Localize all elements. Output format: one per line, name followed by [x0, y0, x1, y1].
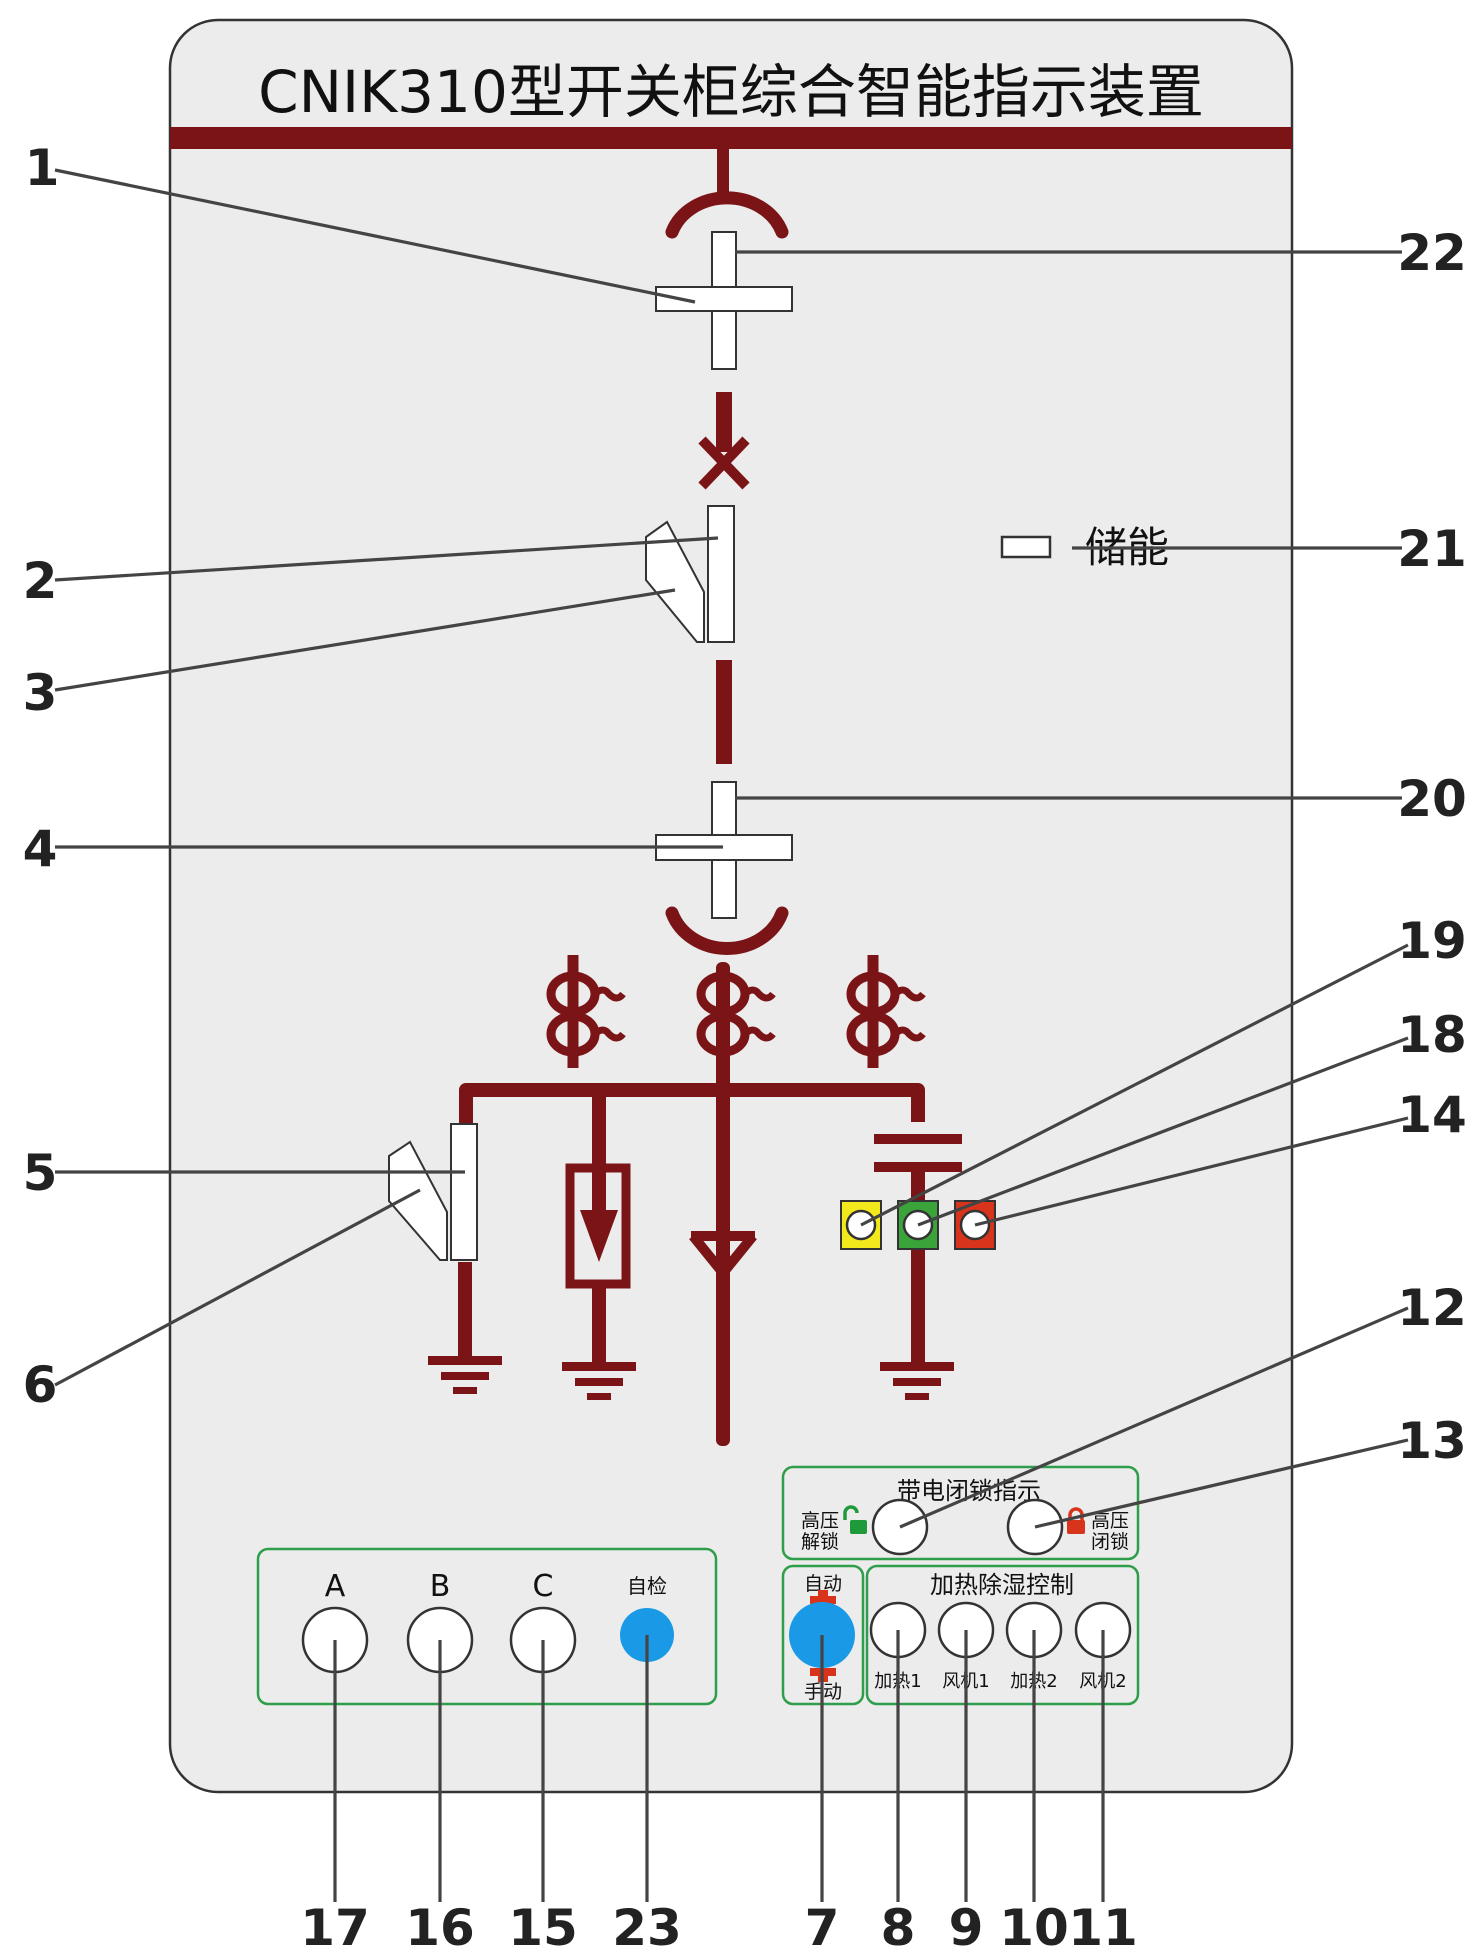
current-transformer-left	[546, 955, 626, 1068]
branch-busbar	[459, 1083, 925, 1152]
lower-plug-contact	[665, 906, 789, 955]
callout-13: 13	[1397, 1412, 1467, 1470]
ground-symbol-left	[428, 1356, 502, 1394]
main-busbar	[170, 127, 1292, 149]
breaker-line-upper	[716, 392, 732, 452]
ground-symbol-middle	[562, 1362, 636, 1400]
arrester-arrow	[580, 1210, 618, 1262]
phase-c-label: C	[533, 1569, 554, 1604]
callout-3: 3	[23, 664, 58, 722]
callout-11: 11	[1068, 1899, 1138, 1957]
callout-17: 17	[300, 1899, 370, 1957]
lower-position-indicator	[655, 781, 793, 919]
mode-auto-label: 自动	[804, 1573, 842, 1595]
arrester-lead-top	[592, 1090, 606, 1168]
phase-lamps-group	[256, 1547, 718, 1706]
phase-a-label: A	[325, 1569, 346, 1604]
callout-9: 9	[949, 1899, 984, 1957]
callout-14: 14	[1397, 1086, 1467, 1144]
callout-10: 10	[999, 1899, 1069, 1957]
arrester-lead-bottom	[592, 1284, 606, 1362]
self-test-label: 自检	[627, 1574, 667, 1598]
current-transformer-center	[696, 971, 776, 1057]
callout-7: 7	[805, 1899, 840, 1957]
current-transformer-right	[846, 955, 926, 1068]
callout-1: 1	[25, 139, 60, 197]
storage-indicator-lamp	[1000, 535, 1052, 559]
breaker-line-lower	[716, 660, 732, 764]
callout-2: 2	[23, 552, 58, 610]
unlock-label-line2: 解锁	[801, 1531, 839, 1553]
callout-15: 15	[508, 1899, 578, 1957]
unlocked-padlock-icon	[843, 1505, 867, 1534]
cable-trunk	[716, 962, 730, 1446]
capacitor-plate-bottom	[874, 1162, 962, 1172]
energized-lock-group	[781, 1465, 1140, 1561]
ground-symbol-right	[880, 1362, 954, 1400]
locked-padlock-icon	[1067, 1507, 1085, 1534]
unlock-label-line1: 高压	[801, 1510, 839, 1532]
callout-18: 18	[1397, 1006, 1467, 1064]
callout-22: 22	[1397, 224, 1467, 282]
breaker-cross	[698, 436, 750, 490]
busbar-drop	[717, 149, 729, 201]
callout-23: 23	[612, 1899, 682, 1957]
earthing-switch-lead	[458, 1262, 472, 1356]
callout-5: 5	[23, 1144, 58, 1202]
callout-6: 6	[23, 1356, 58, 1414]
cable-termination	[689, 1232, 757, 1281]
upper-position-indicator	[655, 231, 793, 370]
callout-21: 21	[1397, 520, 1467, 578]
callout-16: 16	[405, 1899, 475, 1957]
heating-control-title: 加热除湿控制	[930, 1571, 1074, 1599]
callout-19: 19	[1397, 912, 1467, 970]
capacitor-plate-top	[874, 1134, 962, 1144]
lock-label-line2: 闭锁	[1091, 1531, 1129, 1553]
callout-leaders	[54, 168, 1409, 1902]
mode-auto-mark	[810, 1596, 836, 1604]
callout-4: 4	[23, 820, 58, 878]
breaker-position-indicator	[645, 505, 735, 643]
panel-title: CNIK310型开关柜综合智能指示装置	[258, 58, 1204, 126]
lock-label-line1: 高压	[1091, 1510, 1129, 1532]
upper-plug-contact	[665, 191, 789, 239]
heating-control-group	[865, 1564, 1140, 1706]
callout-12: 12	[1397, 1279, 1467, 1337]
callout-8: 8	[881, 1899, 916, 1957]
phase-b-label: B	[430, 1569, 451, 1604]
callout-20: 20	[1397, 770, 1467, 828]
energized-lock-title: 带电闭锁指示	[897, 1477, 1041, 1505]
